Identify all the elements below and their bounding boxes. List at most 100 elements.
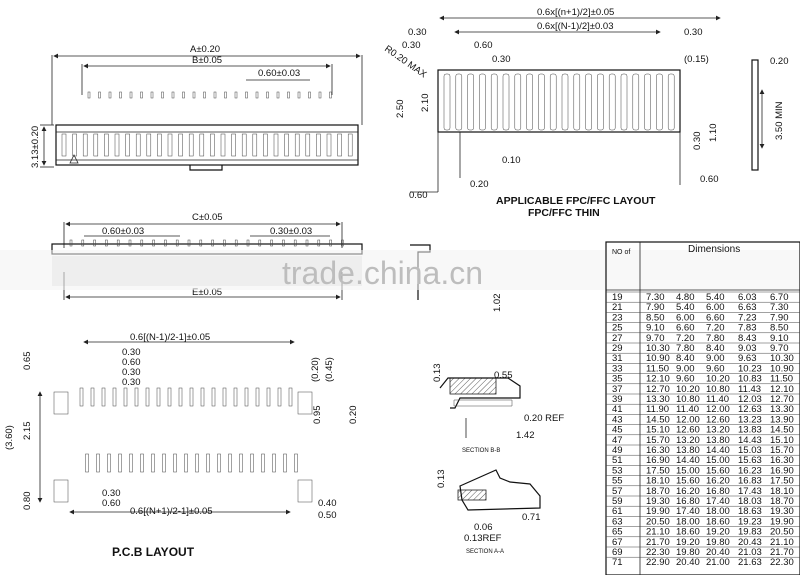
pcb-pad-bottom: [228, 453, 232, 473]
table-cell: 9.00: [676, 363, 695, 374]
side-pin: [341, 239, 344, 247]
fpc-finger: [526, 73, 533, 131]
table-cell: 15.70: [646, 435, 670, 446]
pcb-dim-215: 2.15: [22, 422, 33, 441]
a-dim-006: 0.06: [474, 522, 493, 533]
table-cell: 9.70: [646, 333, 665, 344]
table-cell: 21.63: [738, 557, 762, 568]
table-cell: 21: [612, 302, 623, 313]
contact-tooth: [93, 133, 99, 157]
table-cell: 21.00: [706, 557, 730, 568]
table-cell: 12.10: [770, 384, 794, 395]
table-cell: 5.40: [706, 292, 725, 303]
pcb-pad-bottom: [184, 453, 188, 473]
fpc-dim-top2: 0.6x[(N-1)/2]±0.03: [537, 21, 614, 32]
table-cell: 18.10: [646, 476, 670, 487]
table-cell: 19.23: [738, 516, 762, 527]
fpc-dim-060b: 0.60: [409, 190, 428, 201]
table-cell: 15.10: [646, 425, 670, 436]
table-cell: 12.60: [676, 425, 700, 436]
side-pin: [223, 239, 226, 247]
pcb-pad-top: [178, 387, 183, 407]
table-cell: 20.50: [770, 527, 794, 538]
table-cell: 14.50: [770, 425, 794, 436]
table-cell: 7.23: [738, 312, 757, 323]
fpc-finger: [549, 73, 557, 131]
table-cell: 7.30: [770, 302, 789, 313]
pcb-pad-bottom: [151, 453, 155, 473]
table-cell: 17.50: [770, 476, 794, 487]
pcb-dim-030d: 0.30: [102, 488, 121, 499]
table-cell: 13.20: [706, 425, 730, 436]
table-cell: 9.00: [706, 353, 725, 364]
top-pin-row: [87, 91, 332, 99]
table-header-dims: Dimensions: [688, 244, 740, 255]
table-cell: 69: [612, 547, 623, 558]
dim-pitch-label: 0.60±0.03: [258, 68, 300, 79]
table-cell: 20.40: [676, 557, 700, 568]
pcb-pad-top: [79, 387, 84, 407]
pcb-dim-040: 0.40: [318, 498, 337, 509]
pcb-pad-bottom: [107, 453, 111, 473]
fpc-finger: [455, 73, 463, 131]
pcb-pad-top: [189, 387, 194, 407]
pcb-pad-bottom: [206, 453, 210, 473]
table-cell: 15.60: [676, 476, 700, 487]
fpc-dim-250: 2.50: [395, 100, 406, 119]
side-pin: [105, 239, 108, 247]
table-cell: 51: [612, 455, 623, 466]
table-cell: 19.30: [646, 496, 670, 507]
pcb-dim-360: (3.60): [4, 425, 15, 450]
table-cell: 47: [612, 435, 623, 446]
side-pin: [211, 239, 214, 247]
table-cell: 10.20: [676, 384, 700, 395]
side-pin: [175, 239, 179, 247]
table-cell: 11.40: [706, 394, 729, 405]
table-cell: 9.10: [646, 323, 665, 334]
top-pin: [182, 91, 185, 99]
top-pin: [87, 91, 91, 99]
fpc-dim-right-030: 0.30: [684, 27, 703, 38]
pcb-dim-080: 0.80: [22, 492, 33, 511]
a-dim-013: 0.13: [436, 470, 447, 489]
table-cell: 16.30: [770, 455, 794, 466]
fpc-finger: [656, 73, 663, 131]
pcb-pad-bottom: [250, 453, 254, 473]
side-pin: [305, 239, 309, 247]
table-cell: 8.43: [738, 333, 757, 344]
table-cell: 11.43: [738, 384, 761, 395]
table-cell: 18.03: [738, 496, 762, 507]
table-cell: 7.90: [646, 302, 665, 313]
fpc-finger: [644, 73, 651, 131]
side-pin: [116, 239, 120, 247]
fpc-dim-top1: 0.6x[(n+1)/2]±0.05: [537, 7, 614, 18]
pcb-dim-030c: 0.30: [122, 377, 141, 388]
table-cell: 11.40: [676, 404, 699, 415]
pcb-pad-bottom: [118, 453, 122, 473]
table-cell: 19.83: [738, 527, 762, 538]
side-pin-row: [69, 239, 344, 247]
table-cell: 6.00: [676, 312, 695, 323]
pcb-pad-top: [244, 387, 249, 407]
contact-tooth: [167, 133, 173, 157]
top-pin: [140, 91, 143, 99]
pcb-pad-top: [101, 387, 106, 407]
fpc-finger: [632, 73, 640, 131]
pcb-dim-020p: (0.20): [310, 357, 321, 382]
fpc-finger: [467, 73, 474, 131]
table-cell: 16.90: [646, 455, 670, 466]
dim-b-label: B±0.05: [192, 55, 222, 66]
table-cell: 21.10: [770, 537, 794, 548]
a-section-label: SECTION A-A: [466, 549, 504, 555]
pcb-pad-rows: [79, 387, 298, 473]
pcb-dim-060b: 0.60: [102, 498, 121, 509]
side-pin: [140, 239, 144, 247]
table-cell: 9.60: [706, 363, 725, 374]
table-cell: 16.80: [676, 496, 700, 507]
table-cell: 19.80: [676, 547, 700, 558]
fpc-finger: [597, 73, 604, 131]
table-cell: 13.80: [706, 435, 730, 446]
table-cell: 18.00: [706, 506, 730, 517]
table-cell: 16.90: [770, 465, 794, 476]
